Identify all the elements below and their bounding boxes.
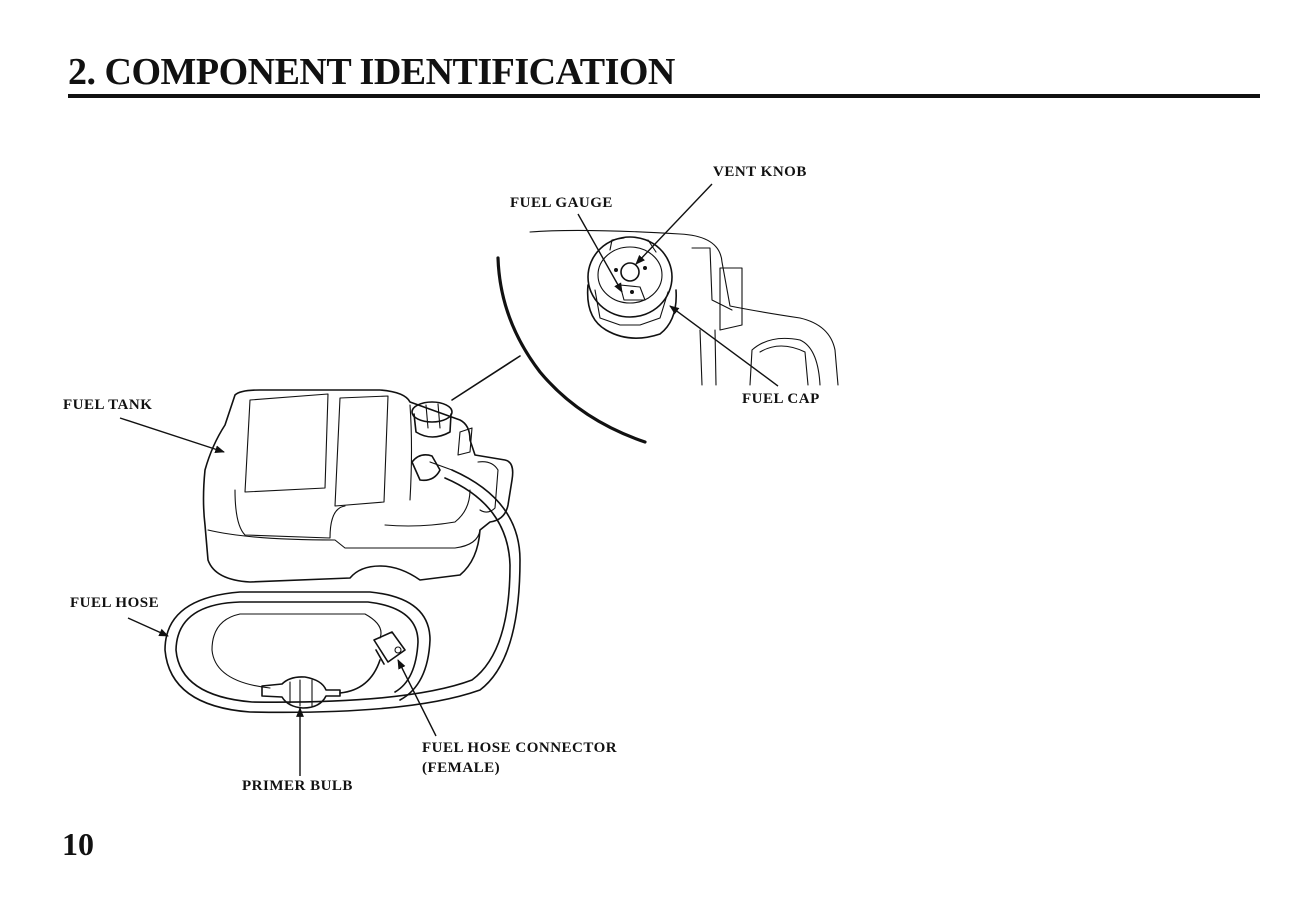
label-fuel-tank: FUEL TANK xyxy=(63,395,152,415)
fuel-hose-connector xyxy=(374,632,405,664)
label-vent-knob: VENT KNOB xyxy=(713,162,807,182)
fuel-gauge-leader xyxy=(578,214,622,292)
zoom-detail xyxy=(498,230,838,442)
label-fuel-cap: FUEL CAP xyxy=(742,389,820,409)
page-number: 10 xyxy=(62,826,94,863)
fuel-hose-leader xyxy=(128,618,168,636)
zoom-pointer-line xyxy=(452,356,520,400)
vent-knob-leader xyxy=(636,184,712,264)
label-fuel-hose: FUEL HOSE xyxy=(70,593,159,613)
label-fuel-hose-connector: FUEL HOSE CONNECTOR xyxy=(422,738,617,758)
label-primer-bulb: PRIMER BULB xyxy=(242,776,353,796)
fuel-tank xyxy=(204,390,513,582)
label-connector-female: (FEMALE) xyxy=(422,758,500,778)
label-fuel-gauge: FUEL GAUGE xyxy=(510,193,613,213)
fuel-tank-leader xyxy=(120,418,224,452)
fuel-cap-leader xyxy=(670,306,778,386)
